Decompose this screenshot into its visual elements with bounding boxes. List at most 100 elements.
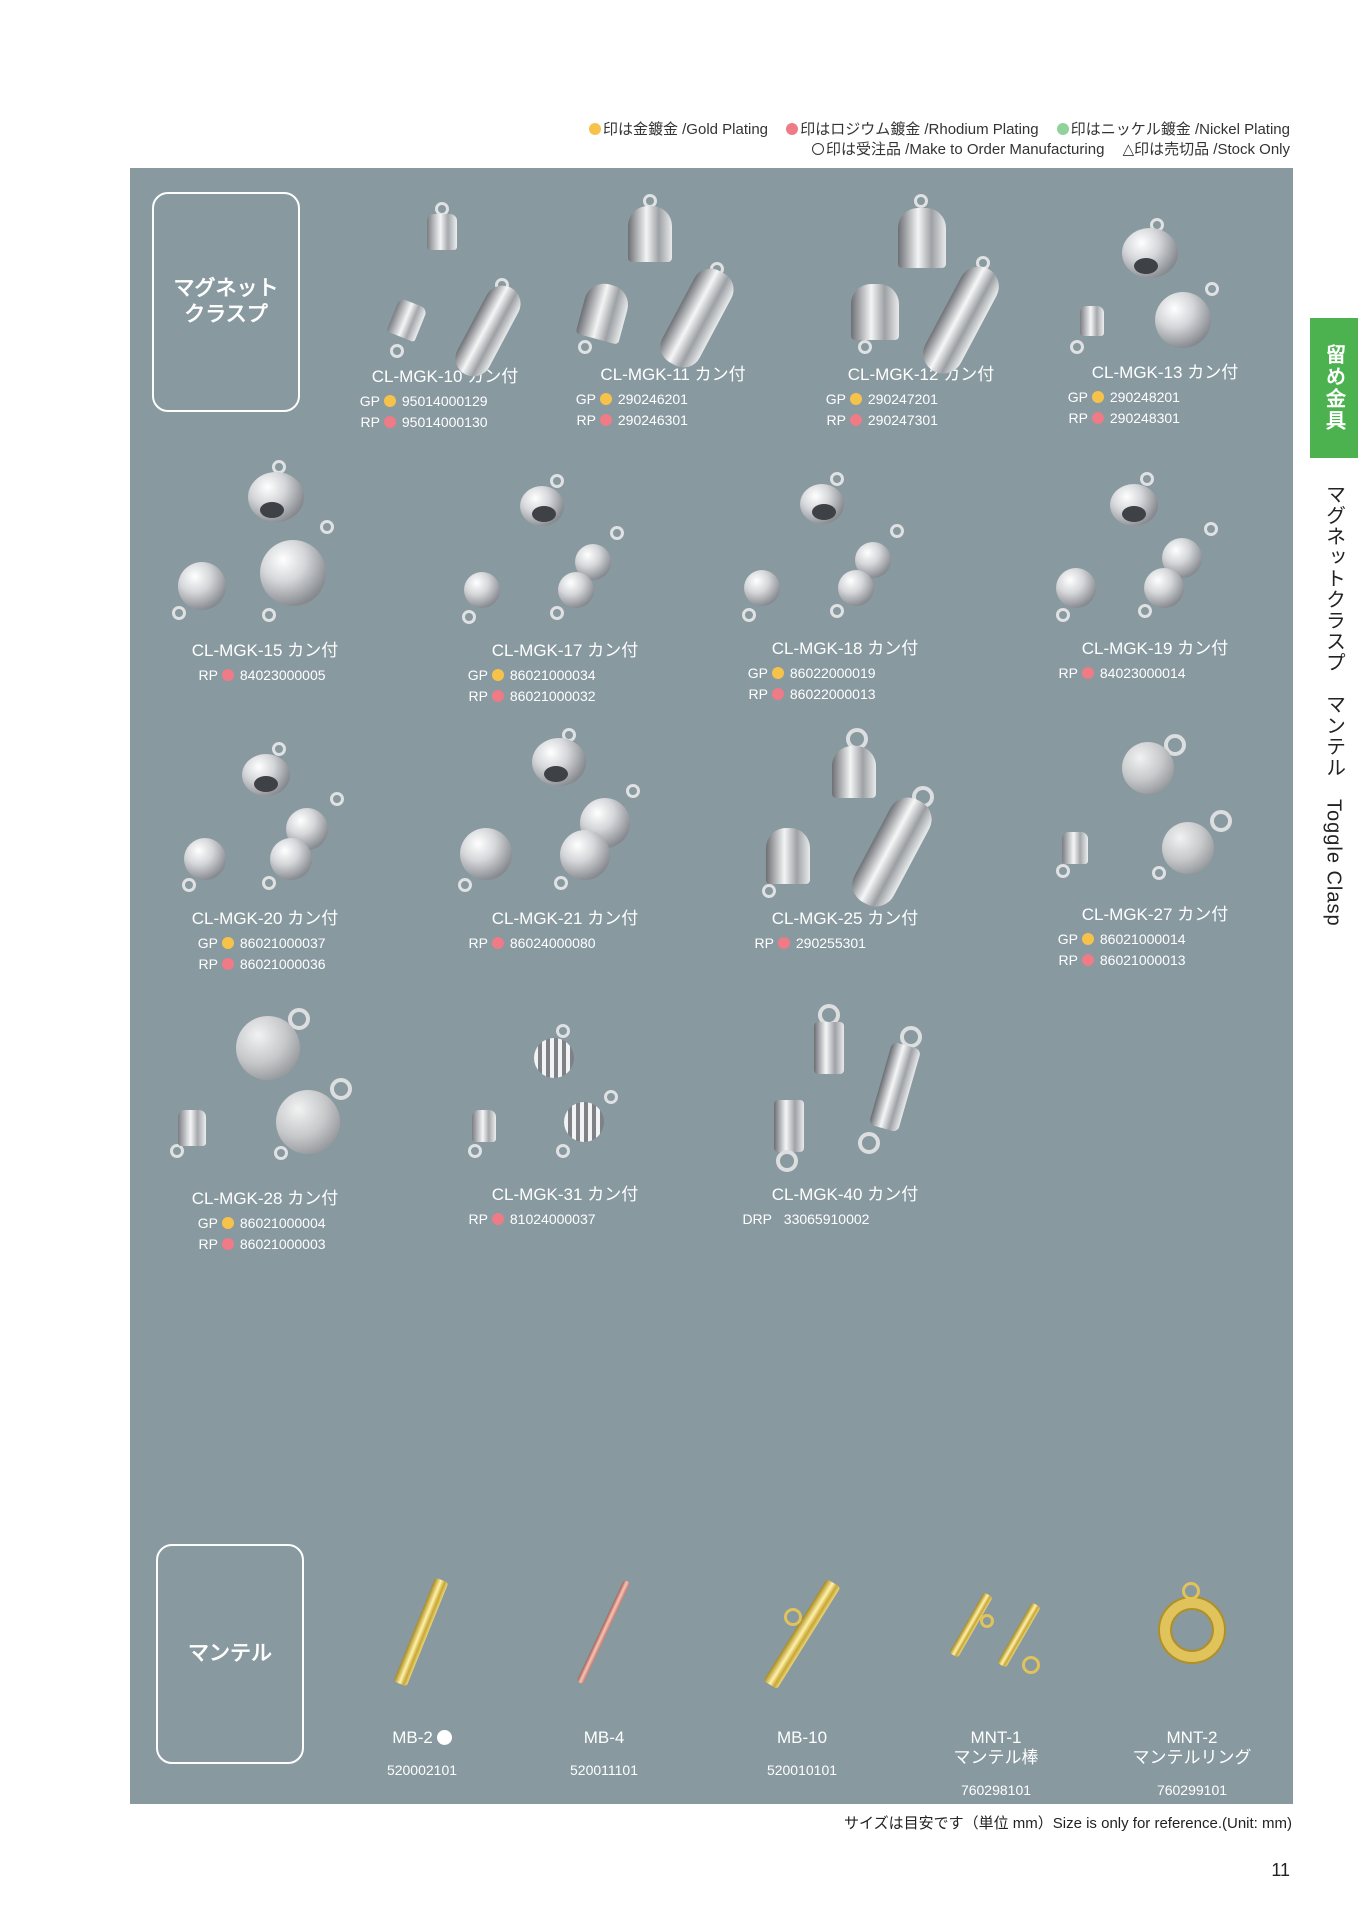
product-name: MB-4 <box>583 1728 625 1747</box>
code-line: RP 290255301 <box>754 935 866 951</box>
product-name: CL-MGK-12 カン付 <box>847 365 995 384</box>
code-line: GP 290248201 <box>1067 389 1180 405</box>
product-image <box>730 1004 960 1174</box>
product-name: CL-MGK-40 カン付 <box>771 1185 919 1204</box>
product-card: CL-MGK-10 カン付 GP 95014000129 RP 95014000… <box>330 186 560 433</box>
product-codes: GP 290247201 RP 290247301 <box>806 389 1036 431</box>
product-name: CL-MGK-18 カン付 <box>771 639 919 658</box>
product-code: 760298101 <box>960 1782 1032 1798</box>
section-mantel: マンテル <box>156 1544 304 1764</box>
product-image <box>1040 458 1270 628</box>
product-codes: RP 290255301 <box>730 933 960 954</box>
rhodium-dot-icon <box>850 414 862 426</box>
product-card: CL-MGK-21 カン付 RP 86024000080 <box>450 728 680 954</box>
rhodium-dot-icon <box>384 416 396 428</box>
rhodium-dot-icon <box>222 1238 234 1250</box>
plating-legend: 印は金鍍金 /Gold Plating 印はロジウム鍍金 /Rhodium Pl… <box>575 120 1290 160</box>
mantel-item: MB-4 520011101 <box>504 1566 704 1778</box>
product-card: CL-MGK-15 カン付 RP 84023000005 <box>150 460 380 686</box>
legend-row-status: 印は受注品 /Make to Order Manufacturing △印は売切… <box>575 140 1290 160</box>
legend-order: 印は受注品 /Make to Order Manufacturing <box>811 141 1104 158</box>
side-index: マグネットクラスプ マンテル Toggle Clasp <box>1310 484 1358 927</box>
code-line: GP 86022000019 <box>747 665 876 681</box>
product-card: CL-MGK-31 カン付 RP 81024000037 <box>450 1004 680 1230</box>
product-card: CL-MGK-20 カン付 GP 86021000037 RP 86021000… <box>150 728 380 975</box>
rhodium-dot-icon <box>492 1213 504 1225</box>
code-line: DRP 33065910002 <box>742 1211 870 1227</box>
code-line: GP 290246201 <box>575 391 688 407</box>
product-card: CL-MGK-19 カン付 RP 84023000014 <box>1040 458 1270 684</box>
make-to-order-dot-icon <box>436 1730 452 1745</box>
code-line: RP 81024000037 <box>468 1211 596 1227</box>
gold-dot-icon <box>850 393 862 405</box>
mantel-item: MB-10 520010101 <box>702 1566 902 1778</box>
category-tab[interactable]: 留め金具 <box>1310 318 1358 458</box>
product-card: CL-MGK-13 カン付 GP 290248201 RP 290248301 <box>1050 182 1280 429</box>
gold-dot-icon <box>384 395 396 407</box>
nickel-dot-icon <box>1056 123 1069 135</box>
product-card: CL-MGK-27 カン付 GP 86021000014 RP 86021000… <box>1040 724 1270 971</box>
product-card: CL-MGK-18 カン付 GP 86022000019 RP 86022000… <box>730 458 960 705</box>
code-line: RP 290248301 <box>1068 410 1180 426</box>
product-codes: RP 81024000037 <box>450 1209 680 1230</box>
legend-nickel: 印はニッケル鍍金 /Nickel Plating <box>1056 121 1290 138</box>
product-name: MB-10 <box>776 1728 828 1747</box>
product-image <box>330 186 560 383</box>
product-image <box>702 1566 902 1716</box>
product-codes: GP 290246201 RP 290246301 <box>558 389 788 431</box>
product-card: CL-MGK-11 カン付 GP 290246201 RP 290246301 <box>558 184 788 431</box>
code-line: RP 84023000014 <box>1058 665 1186 681</box>
rhodium-dot-icon <box>1082 954 1094 966</box>
gold-dot-icon <box>1082 933 1094 945</box>
product-code: 520010101 <box>766 1762 838 1778</box>
product-card: CL-MGK-40 カン付 DRP 33065910002 <box>730 1004 960 1230</box>
mantel-item: MNT-1 マンテル棒 760298101 <box>896 1566 1096 1798</box>
code-line: RP 95014000130 <box>360 414 488 430</box>
product-code: 520011101 <box>570 1762 638 1778</box>
gold-dot-icon <box>600 393 612 405</box>
rhodium-dot-icon <box>492 937 504 949</box>
rhodium-dot-icon <box>786 123 799 135</box>
code-line: RP 290246301 <box>576 412 688 428</box>
product-image <box>730 728 960 914</box>
rhodium-dot-icon <box>222 958 234 970</box>
section-title: マグネット クラスプ <box>173 277 279 326</box>
product-card: CL-MGK-17 カン付 GP 86021000034 RP 86021000… <box>450 460 680 707</box>
side-index-label: マグネットクラスプ マンテル Toggle Clasp <box>1322 484 1345 927</box>
legend-gold: 印は金鍍金 /Gold Plating <box>588 121 768 138</box>
product-codes: GP 95014000129 RP 95014000130 <box>330 391 560 433</box>
gold-dot-icon <box>1092 391 1104 403</box>
product-name: CL-MGK-21 カン付 <box>491 909 639 928</box>
mantel-item: MNT-2 マンテルリング 760299101 <box>1092 1566 1292 1798</box>
product-codes: DRP 33065910002 <box>730 1209 960 1230</box>
category-tab-label: 留め金具 <box>1322 344 1345 432</box>
gold-dot-icon <box>492 669 504 681</box>
rhodium-dot-icon <box>1082 667 1094 679</box>
product-name: CL-MGK-19 カン付 <box>1081 639 1229 658</box>
product-image <box>450 460 680 630</box>
catalog-panel: マグネット クラスプ CL-MGK-10 カン付 GP 95014000129 … <box>130 168 1293 1804</box>
product-image <box>558 184 788 374</box>
product-name: CL-MGK-11 カン付 <box>600 365 746 384</box>
code-line: GP 290247201 <box>825 391 938 407</box>
product-codes: GP 290248201 RP 290248301 <box>1050 387 1280 429</box>
mantel-item: MB-2 520002101 <box>322 1566 522 1778</box>
product-code: 760299101 <box>1156 1782 1228 1798</box>
product-codes: RP 86024000080 <box>450 933 680 954</box>
code-line: RP 86024000080 <box>468 935 596 951</box>
product-name: MNT-2 マンテルリング <box>1132 1728 1252 1767</box>
code-line: RP 86021000032 <box>468 688 596 704</box>
product-codes: GP 86021000014 RP 86021000013 <box>1040 929 1270 971</box>
product-image <box>150 728 380 898</box>
product-name: CL-MGK-27 カン付 <box>1081 905 1229 924</box>
legend-stock: △印は売切品 /Stock Only <box>1122 141 1290 158</box>
product-card: CL-MGK-12 カン付 GP 290247201 RP 290247301 <box>806 184 1036 431</box>
gold-dot-icon <box>588 123 601 135</box>
product-name: CL-MGK-10 カン付 <box>371 367 519 386</box>
section-title: マンテル <box>188 1642 272 1665</box>
rhodium-dot-icon <box>778 937 790 949</box>
product-image <box>504 1566 704 1716</box>
gold-dot-icon <box>772 667 784 679</box>
circle-outline-icon <box>811 143 824 155</box>
product-image <box>1092 1566 1292 1716</box>
